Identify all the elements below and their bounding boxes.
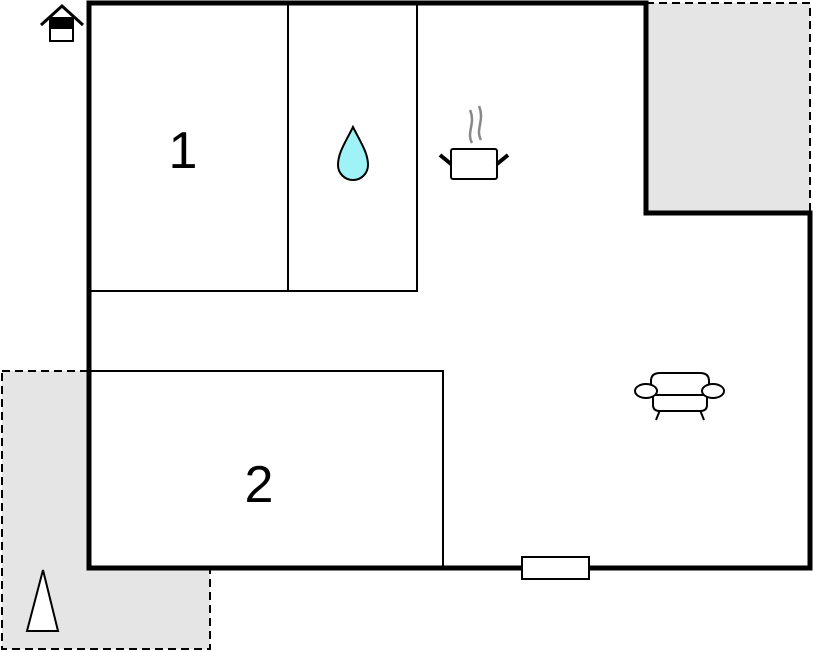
north-arrow-icon [25, 569, 60, 632]
terrace-top-right [645, 2, 811, 214]
cooking-pot-icon [438, 105, 510, 180]
water-drop-icon [336, 124, 370, 181]
room-2-label: 2 [245, 456, 274, 514]
sofa-icon [634, 372, 725, 421]
window [521, 556, 590, 580]
room-2 [88, 370, 444, 569]
bathroom [287, 2, 418, 292]
house-entrance-icon [39, 3, 85, 42]
room-1-label: 1 [169, 122, 198, 180]
